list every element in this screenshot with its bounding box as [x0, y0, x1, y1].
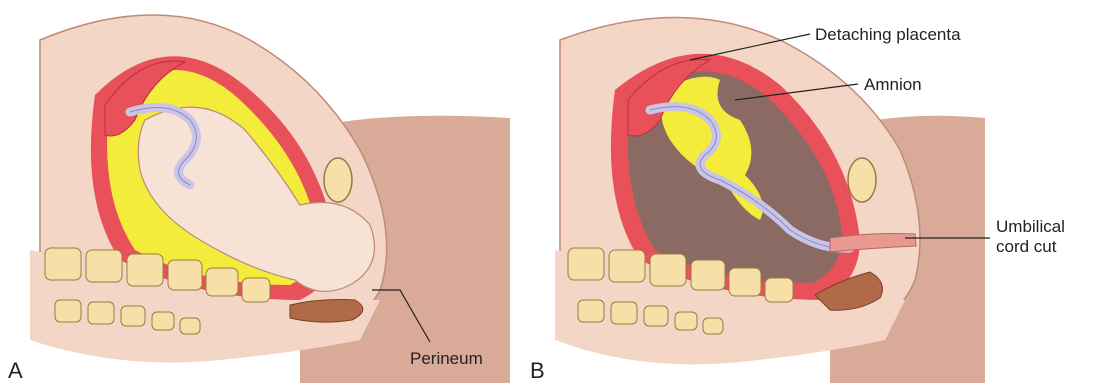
panel-b: Detaching placenta Amnion Umbilical cord…	[530, 18, 1065, 383]
label-amnion: Amnion	[864, 75, 922, 94]
panel-a: Perineum A	[8, 15, 510, 383]
label-perineum: Perineum	[410, 349, 483, 368]
panel-b-pubic-bone	[848, 158, 876, 202]
panel-a-pubic-bone	[324, 158, 352, 202]
panel-letter-a: A	[8, 358, 23, 383]
label-umbilical-line2: cord cut	[996, 237, 1057, 256]
label-detaching-placenta: Detaching placenta	[815, 25, 961, 44]
label-umbilical-line1: Umbilical	[996, 217, 1065, 236]
panel-a-rectum	[290, 300, 363, 323]
panel-letter-b: B	[530, 358, 545, 383]
